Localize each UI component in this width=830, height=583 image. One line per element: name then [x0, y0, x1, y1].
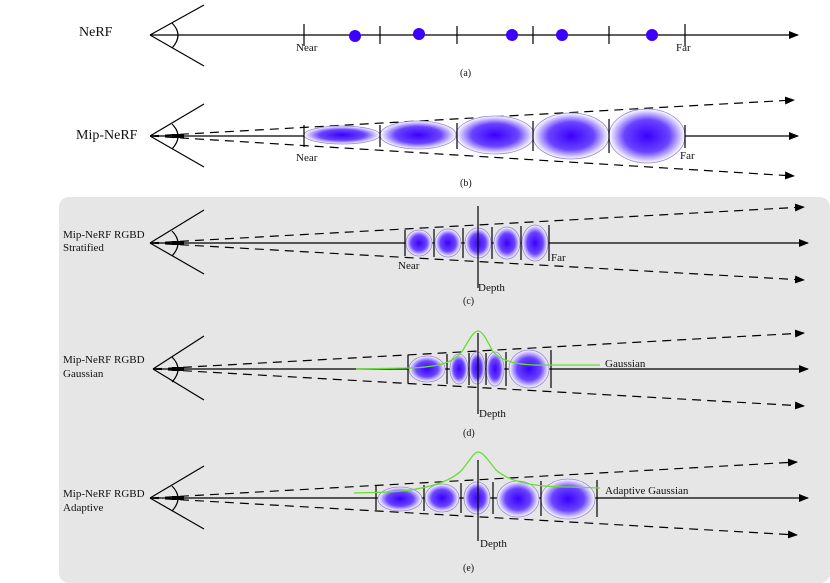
conical-frustums [408, 349, 550, 389]
frustum-gaussian [408, 355, 446, 383]
far-label-a: Far [676, 42, 691, 54]
sample-point [646, 29, 658, 41]
frustum-gaussian [379, 120, 457, 150]
depth-label-c: Depth [478, 282, 505, 294]
adaptive-gaussian-curve [353, 451, 601, 494]
near-label-a: Near [296, 42, 318, 54]
frustum-gaussian [303, 125, 381, 145]
method-label-d-line1: Mip-NeRF RGBD [63, 354, 145, 366]
cone-boundary [149, 458, 798, 539]
conical-frustums [377, 478, 596, 520]
sample-point [506, 29, 518, 41]
sample-point [556, 29, 568, 41]
panel-e: Mip-NeRF RGBD Adaptive [63, 451, 809, 574]
interval-ticks [375, 480, 598, 517]
frustum-gaussian [434, 228, 462, 258]
method-label-d-line2: Gaussian [63, 368, 104, 380]
conical-frustums [303, 108, 686, 164]
caption-c: (c) [463, 296, 474, 307]
method-label-e-line1: Mip-NeRF RGBD [63, 488, 145, 500]
curve-label-d: Gaussian [605, 358, 646, 370]
frustum-gaussian [468, 351, 486, 385]
interval-ticks [407, 350, 552, 388]
frustum-gaussian [463, 481, 491, 515]
cone-boundary [149, 96, 795, 180]
frustum-gaussian [532, 112, 610, 160]
frustum-gaussian [493, 226, 521, 260]
curve-label-e: Adaptive Gaussian [605, 485, 689, 497]
frustum-gaussian [540, 478, 596, 520]
interval-ticks [303, 24, 686, 46]
method-label-e-line2: Adaptive [63, 502, 103, 514]
frustum-gaussian [496, 480, 540, 518]
method-label-a: NeRF [79, 25, 113, 40]
frustum-gaussian [608, 108, 686, 164]
frustum-gaussian [521, 224, 549, 262]
panel-d: Mip-NeRF RGBD Gaussian [63, 329, 809, 439]
method-label-b: Mip-NeRF [76, 128, 138, 143]
caption-d: (d) [463, 428, 475, 439]
sample-point [349, 30, 361, 42]
far-label-b: Far [680, 150, 695, 162]
frustum-gaussian [405, 229, 433, 257]
depth-label-d: Depth [479, 408, 506, 420]
sample-point [413, 28, 425, 40]
interval-ticks [303, 119, 686, 153]
depth-label-e: Depth [480, 538, 507, 550]
panel-b: Mip-NeRF Near Far (b) [76, 96, 799, 189]
gaussian-curve [355, 330, 600, 370]
panel-a: NeRF Near Far (a) [79, 4, 799, 79]
highlight-background [59, 197, 830, 583]
far-label-c: Far [551, 252, 566, 264]
method-label-c-line2: Stratified [63, 242, 104, 254]
near-label-b: Near [296, 152, 318, 164]
near-label-c: Near [398, 260, 420, 272]
caption-b: (b) [460, 178, 472, 189]
cone-boundary [149, 203, 805, 284]
sample-points [349, 28, 658, 42]
panel-c: Mip-NeRF RGBD Stratified [63, 203, 809, 307]
caption-e: (e) [463, 563, 474, 574]
caption-a: (a) [460, 68, 471, 79]
frustum-gaussian [508, 349, 550, 389]
frustum-gaussian [455, 115, 535, 155]
frustum-gaussian [424, 483, 460, 513]
method-label-c-line1: Mip-NeRF RGBD [63, 229, 145, 241]
frustum-gaussian [449, 353, 469, 385]
cone-boundary [152, 329, 805, 410]
frustum-gaussian [377, 486, 423, 512]
interval-ticks [404, 225, 550, 261]
frustum-gaussian [485, 351, 505, 387]
